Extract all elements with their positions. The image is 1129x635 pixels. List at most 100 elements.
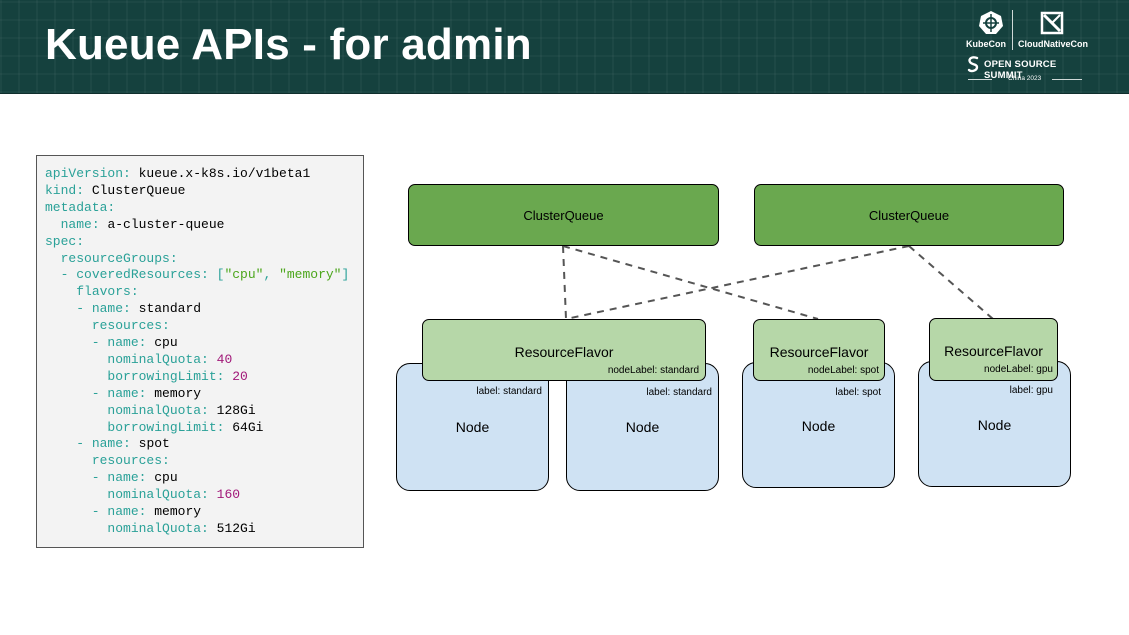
yaml-token: : [ xyxy=(201,267,225,283)
yaml-token: nominalQuota xyxy=(107,487,202,503)
yaml-token: : xyxy=(201,402,217,418)
yaml-token: apiVersion xyxy=(45,166,124,181)
yaml-line: resourceGroups: xyxy=(45,250,178,267)
node-box-4: Node label: gpu xyxy=(918,361,1071,487)
link-cq1-rf-spot xyxy=(562,245,819,320)
yaml-line: resources: xyxy=(45,317,170,334)
yaml-token: cpu xyxy=(154,470,178,486)
yaml-token: kind xyxy=(45,182,77,198)
event-logo: KubeCon CloudNativeCon OPEN SOURCE SUMMI… xyxy=(960,8,1095,88)
yaml-token: borrowingLimit xyxy=(107,368,217,384)
yaml-token: : xyxy=(138,504,155,519)
yaml-token: 64Gi xyxy=(232,419,264,435)
flavor-node-label: nodeLabel: standard xyxy=(607,365,699,376)
node-box-1: Node label: standard xyxy=(396,363,549,491)
yaml-token: - xyxy=(45,436,92,452)
node-box-3: Node label: spot xyxy=(742,362,895,488)
logo-divider xyxy=(1012,10,1013,50)
yaml-token: - xyxy=(45,335,108,350)
yaml-line: - name: spot xyxy=(45,435,170,452)
yaml-token: : xyxy=(123,301,139,317)
node-label: Node xyxy=(801,418,836,434)
yaml-token: : xyxy=(76,233,85,249)
yaml-token: - xyxy=(45,504,108,519)
yaml-token: spec xyxy=(45,233,77,249)
yaml-line: nominalQuota: 512Gi xyxy=(45,520,256,537)
resource-flavor-label: ResourceFlavor xyxy=(514,344,614,360)
yaml-line: - name: memory xyxy=(45,503,201,520)
yaml-line: nominalQuota: 128Gi xyxy=(45,402,255,419)
node-k8s-label: label: gpu xyxy=(1009,385,1053,396)
open-source-summit-icon xyxy=(967,56,979,73)
yaml-line: resources: xyxy=(45,452,170,469)
yaml-token: : xyxy=(169,250,178,266)
yaml-token: kueue.x-k8s.io/v1beta1 xyxy=(138,166,311,181)
yaml-line: nominalQuota: 40 xyxy=(45,351,232,368)
yaml-token: 160 xyxy=(216,487,241,503)
flavor-node-label: nodeLabel: gpu xyxy=(984,364,1053,375)
yaml-token: name xyxy=(107,470,139,486)
yaml-token: : xyxy=(216,368,233,384)
yaml-token: - xyxy=(45,470,108,486)
summit-label: OPEN SOURCE SUMMIT xyxy=(984,59,1057,81)
cloudnativecon-label: CloudNativeCon xyxy=(1018,39,1089,49)
logo-rule-left xyxy=(968,79,992,80)
slide-title: Kueue APIs - for admin xyxy=(45,20,532,69)
cloudnativecon-icon xyxy=(1040,11,1064,35)
yaml-token: 512Gi xyxy=(216,520,256,536)
yaml-token: metadata xyxy=(45,199,108,215)
yaml-token: nominalQuota xyxy=(107,402,202,418)
yaml-token: spot xyxy=(138,436,170,452)
yaml-token: nominalQuota xyxy=(107,351,202,367)
resource-flavor-gpu: ResourceFlavor nodeLabel: gpu xyxy=(929,318,1058,381)
yaml-token: resources xyxy=(91,318,163,334)
yaml-line: borrowingLimit: 64Gi xyxy=(45,419,263,436)
yaml-token: , xyxy=(263,267,280,283)
yaml-token: : xyxy=(201,520,217,536)
yaml-token: resources xyxy=(91,453,163,469)
yaml-token: nominalQuota xyxy=(107,520,202,536)
node-k8s-label: label: spot xyxy=(835,387,881,398)
yaml-line: borrowingLimit: 20 xyxy=(45,368,247,385)
cluster-queue-label: ClusterQueue xyxy=(523,207,604,223)
yaml-token: : xyxy=(138,335,155,350)
kubecon-label: KubeCon xyxy=(966,39,1006,49)
yaml-token: name xyxy=(60,216,92,232)
node-label: Node xyxy=(455,419,490,435)
yaml-token: name xyxy=(107,504,139,519)
node-k8s-label: label: standard xyxy=(646,387,712,398)
yaml-token: : xyxy=(138,470,155,486)
yaml-token: : xyxy=(123,436,139,452)
yaml-token: memory xyxy=(154,504,202,519)
yaml-token: flavors xyxy=(76,284,131,300)
yaml-line: spec: xyxy=(45,233,84,250)
logo-rule-right xyxy=(1052,79,1082,80)
yaml-line: - name: cpu xyxy=(45,334,178,351)
yaml-line: nominalQuota: 160 xyxy=(45,486,240,503)
yaml-token: cpu xyxy=(154,335,178,350)
yaml-line: name: a-cluster-queue xyxy=(45,216,225,233)
header-banner: Kueue APIs - for admin KubeCon CloudNati… xyxy=(0,0,1129,94)
yaml-token: standard xyxy=(138,301,202,317)
node-label: Node xyxy=(977,417,1012,433)
yaml-line: metadata: xyxy=(45,199,115,216)
yaml-token: : xyxy=(162,318,170,334)
yaml-token: a-cluster-queue xyxy=(107,216,225,232)
resource-flavor-label: ResourceFlavor xyxy=(769,344,869,360)
yaml-token: : xyxy=(76,182,92,198)
yaml-token: : xyxy=(107,199,116,215)
yaml-token: - xyxy=(45,267,77,283)
yaml-line: - name: standard xyxy=(45,300,201,317)
yaml-token: ClusterQueue xyxy=(91,182,186,198)
yaml-token: name xyxy=(91,436,124,452)
yaml-line: - coveredResources: ["cpu", "memory"] xyxy=(45,266,350,283)
yaml-token: "cpu" xyxy=(224,267,264,283)
yaml-token: : xyxy=(162,453,170,469)
yaml-line: apiVersion: kueue.x-k8s.io/v1beta1 xyxy=(45,165,310,182)
kubecon-icon xyxy=(979,11,1003,34)
node-label: Node xyxy=(625,419,660,435)
yaml-token: "memory" xyxy=(279,267,342,283)
